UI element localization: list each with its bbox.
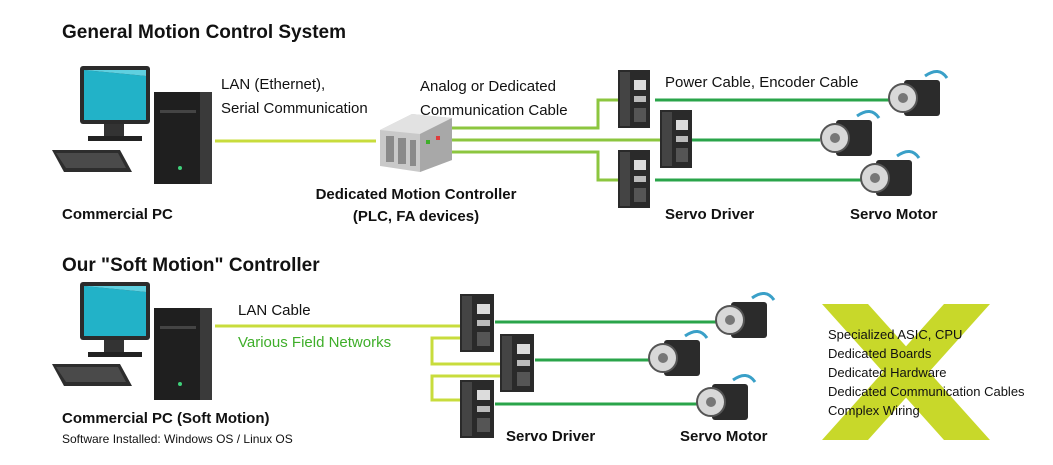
eliminated-item: Complex Wiring — [828, 403, 920, 418]
cable-label-line-1: Analog or Dedicated — [420, 78, 556, 95]
lan-label-line-2: Serial Communication — [221, 100, 368, 117]
eliminated-item: Dedicated Hardware — [828, 365, 947, 380]
field-network-line-2 — [430, 374, 500, 402]
eliminated-cross-icon — [822, 304, 990, 440]
eliminated-items-list: Specialized ASIC, CPU Dedicated Boards D… — [828, 325, 1025, 420]
top-servo-motor-label: Servo Motor — [850, 206, 938, 223]
top-servo-driver-icon-1 — [618, 70, 650, 128]
top-servo-driver-icon-3 — [618, 150, 650, 208]
bottom-servo-driver-icon-2 — [500, 334, 534, 392]
bottom-section-title: Our "Soft Motion" Controller — [62, 255, 320, 276]
bottom-servo-motor-icon-2 — [648, 330, 709, 376]
bottom-servo-motor-icon-3 — [696, 374, 757, 420]
top-section-title: General Motion Control System — [62, 22, 346, 43]
top-servo-driver-icon-2 — [660, 110, 692, 168]
top-servo-motor-icon-3 — [860, 150, 921, 196]
eliminated-item: Specialized ASIC, CPU — [828, 327, 963, 342]
controller-label-line-2: (PLC, FA devices) — [352, 208, 480, 225]
top-servo-motor-icon-2 — [820, 110, 881, 156]
bottom-commercial-pc-icon — [52, 282, 212, 400]
top-pc-label: Commercial PC — [62, 206, 173, 223]
motion-controller-icon — [380, 114, 452, 172]
top-commercial-pc-icon — [52, 66, 212, 184]
power-encoder-cable-label: Power Cable, Encoder Cable — [665, 74, 859, 91]
eliminated-item: Dedicated Boards — [828, 346, 932, 361]
bottom-servo-driver-label: Servo Driver — [506, 428, 596, 445]
controller-label-line-1: Dedicated Motion Controller — [315, 186, 517, 203]
lan-label-line-1: LAN (Ethernet), — [221, 76, 326, 93]
bottom-pc-sublabel: Software Installed: Windows OS / Linux O… — [62, 432, 293, 446]
top-cable-line-1 — [452, 98, 618, 130]
top-servo-driver-label: Servo Driver — [665, 206, 755, 223]
lan-cable-label: LAN Cable — [238, 302, 311, 319]
bottom-pc-label: Commercial PC (Soft Motion) — [62, 410, 270, 427]
cable-label-line-2: Communication Cable — [420, 102, 568, 119]
field-networks-label: Various Field Networks — [238, 334, 392, 351]
top-cable-line-3 — [452, 150, 618, 182]
field-network-line-1 — [430, 336, 500, 366]
bottom-servo-motor-label: Servo Motor — [680, 428, 768, 445]
eliminated-item: Dedicated Communication Cables — [828, 384, 1025, 399]
top-servo-motor-icon-1 — [888, 70, 949, 116]
bottom-servo-driver-icon-1 — [460, 294, 494, 352]
bottom-servo-motor-icon-1 — [715, 292, 776, 338]
bottom-servo-driver-icon-3 — [460, 380, 494, 438]
